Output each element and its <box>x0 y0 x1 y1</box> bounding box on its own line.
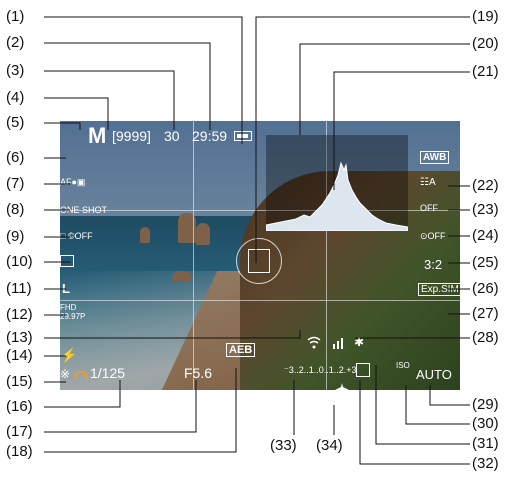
histogram-graph <box>265 161 409 232</box>
callout-1: (1) <box>6 8 25 25</box>
af-operation: ONE SHOT <box>60 205 108 215</box>
histogram-panel <box>265 135 409 232</box>
grid-line <box>326 121 327 390</box>
callout-7: (7) <box>6 175 25 192</box>
callout-23: (23) <box>472 201 499 218</box>
callout-28: (28) <box>472 329 499 346</box>
callout-17: (17) <box>6 423 33 440</box>
wifi-icon <box>307 336 321 349</box>
ae-lock-icon: ※ <box>60 367 71 381</box>
callout-30: (30) <box>472 415 499 432</box>
callout-11: (11) <box>6 280 32 297</box>
airplane-mode-icon <box>335 383 349 390</box>
callout-25: (25) <box>472 254 499 271</box>
spot-metering-circle <box>236 238 282 284</box>
callout-27: (27) <box>472 305 499 322</box>
exposure-level-scale: ⁻3..2..1..0..1..2.+3 <box>284 365 357 375</box>
metering-icon <box>60 255 74 267</box>
callout-3: (3) <box>6 62 25 79</box>
af-method: AF●▣ <box>60 177 86 187</box>
callout-24: (24) <box>472 227 499 244</box>
rock-stack <box>172 271 192 281</box>
max-burst: 30 <box>164 128 180 144</box>
signal-strength-icon <box>333 338 343 349</box>
callout-32: (32) <box>472 455 499 472</box>
shutter-dial-icon <box>74 371 88 379</box>
callout-15: (15) <box>6 373 33 390</box>
callout-34: (34) <box>316 437 343 454</box>
iso-label: ISO <box>396 361 410 370</box>
shots-remaining: [9999] <box>112 128 151 144</box>
callout-9: (9) <box>6 228 25 245</box>
bluetooth-icon: ✱ <box>354 335 365 349</box>
callout-10: (10) <box>6 253 33 270</box>
rock-stack <box>196 223 210 245</box>
callout-14: (14) <box>6 347 33 364</box>
iso-value: AUTO <box>416 367 452 382</box>
callout-5: (5) <box>6 114 25 131</box>
crop-icon: ⊙OFF <box>420 231 446 241</box>
callout-20: (20) <box>472 35 499 52</box>
callout-12: (12) <box>6 306 33 323</box>
callout-26: (26) <box>472 280 499 297</box>
grid-line <box>193 121 194 390</box>
movie-size: FHD <box>60 303 77 312</box>
callout-18: (18) <box>6 443 33 460</box>
flash-icon: ⚡ <box>60 347 78 363</box>
callout-29: (29) <box>472 396 499 413</box>
exposure-simulation: Exp.SIM <box>418 283 460 296</box>
callout-13: (13) <box>6 329 33 346</box>
picture-style: ☷A <box>420 177 436 188</box>
aperture: F5.6 <box>184 365 213 381</box>
callout-2: (2) <box>6 34 25 51</box>
callout-33: (33) <box>270 437 297 454</box>
highlight-priority: OFF <box>420 203 438 213</box>
callout-4: (4) <box>6 89 25 106</box>
movie-fps: 29.97P <box>60 312 86 321</box>
rock-stack <box>140 227 150 243</box>
callout-22: (22) <box>472 177 499 194</box>
callout-6: (6) <box>6 149 25 166</box>
shooting-mode: M <box>88 123 107 148</box>
callout-19: (19) <box>472 8 499 25</box>
callout-8: (8) <box>6 201 25 218</box>
liveview-screen: M [9999] 30 29:59 AF●▣ ONE SHOT □ ©OFF L… <box>60 121 460 390</box>
grid-line <box>60 300 460 301</box>
drive-mode: □ ©OFF <box>60 231 93 241</box>
callout-31: (31) <box>472 435 499 452</box>
exposure-compensation-icon <box>356 363 370 377</box>
movie-time: 29:59 <box>192 128 228 144</box>
aeb-indicator: AEB <box>226 343 256 357</box>
aspect-ratio: 3:2 <box>424 257 443 272</box>
callout-21: (21) <box>472 63 499 80</box>
rock-stack <box>178 213 196 243</box>
white-balance: AWB <box>420 151 450 164</box>
shutter-speed: 1/125 <box>90 365 126 381</box>
grid-line <box>60 210 460 211</box>
callout-16: (16) <box>6 398 33 415</box>
